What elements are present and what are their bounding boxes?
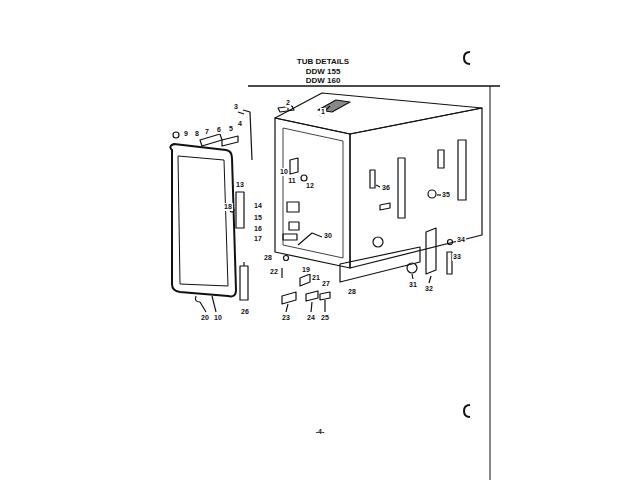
callout-number: 9 — [183, 130, 189, 138]
callout-number: 5 — [228, 125, 234, 133]
callout-number: 30 — [323, 232, 333, 240]
callout-number: 7 — [204, 128, 210, 136]
callout-number: 10 — [279, 168, 289, 176]
callout-number: 13 — [235, 181, 245, 189]
callout-number: 4 — [237, 120, 243, 128]
page-number: -4- — [315, 428, 326, 436]
callout-number: 32 — [424, 285, 434, 293]
callout-number: 28 — [263, 254, 273, 262]
callout-number: 19 — [301, 266, 311, 274]
callout-number: 34 — [456, 236, 466, 244]
callout-number: 27 — [321, 280, 331, 288]
callout-number: 23 — [281, 314, 291, 322]
model-number: DDW 155 — [306, 67, 341, 76]
callout-number: 3 — [233, 103, 239, 111]
callout-number: 26 — [240, 308, 250, 316]
callout-number: 24 — [306, 314, 316, 322]
callout-number: 17 — [253, 235, 263, 243]
callout-number: 1 — [320, 108, 326, 116]
callout-number: 31 — [408, 281, 418, 289]
callout-number: 16 — [253, 225, 263, 233]
callout-number: 11 — [287, 177, 296, 185]
callout-number: 36 — [381, 184, 391, 192]
callout-number: 12 — [305, 182, 315, 190]
callout-number: 28 — [347, 288, 357, 296]
callout-number: 15 — [253, 214, 263, 222]
callout-number: 8 — [194, 130, 200, 138]
callout-number: 2 — [285, 99, 291, 107]
callout-number: 6 — [216, 126, 222, 134]
callout-number: 22 — [269, 268, 279, 276]
callout-number: 33 — [452, 253, 462, 261]
callout-number: 10 — [213, 314, 223, 322]
diagram-title: TUB DETAILS — [297, 57, 349, 66]
callout-number: 20 — [200, 314, 210, 322]
callout-number: 18 — [223, 203, 233, 211]
callout-number: 35 — [441, 191, 451, 199]
callout-number: 14 — [253, 202, 263, 210]
model-number: DDW 160 — [306, 76, 341, 85]
callout-number: 25 — [320, 314, 330, 322]
callout-number: 21 — [311, 274, 321, 282]
